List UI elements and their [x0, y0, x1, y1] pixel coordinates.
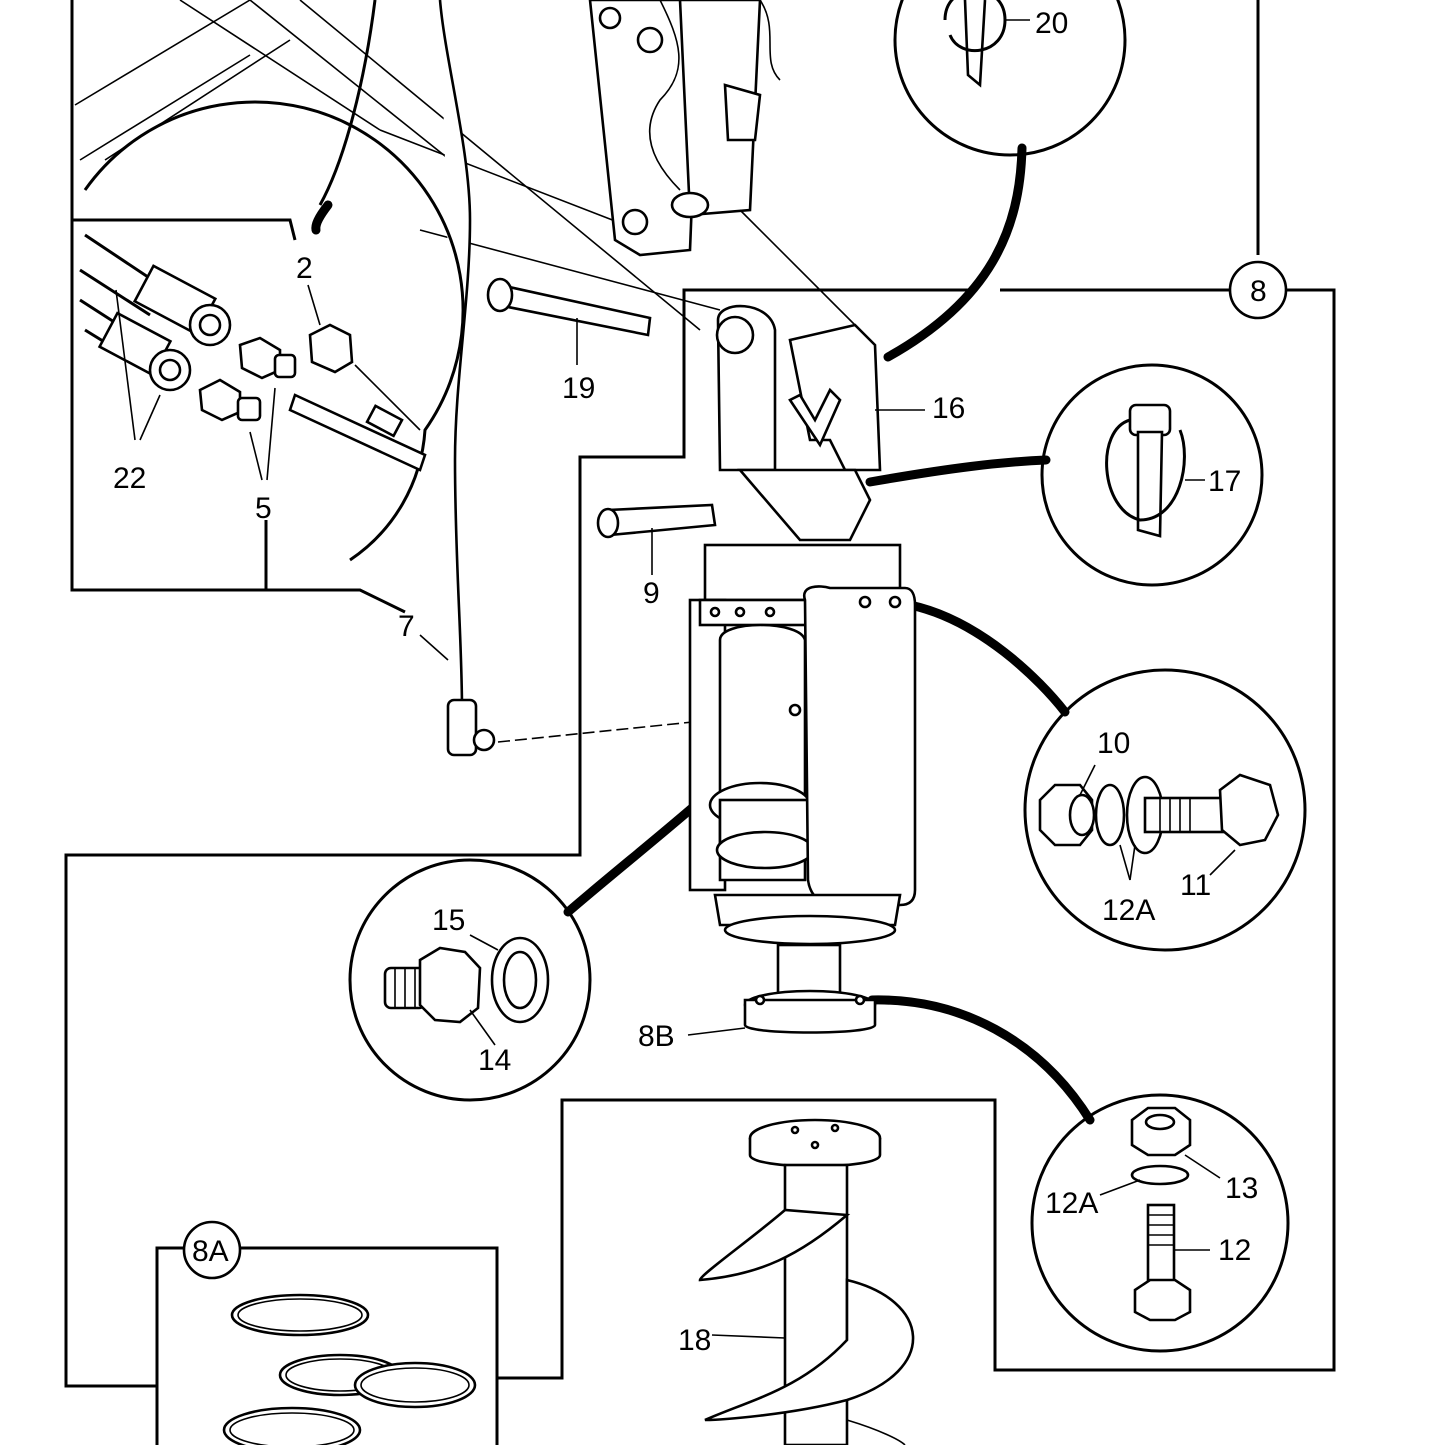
detail-fitting-14-15	[383, 936, 550, 1024]
callout-7: 7	[398, 610, 415, 643]
callout-8a: 8A	[192, 1235, 229, 1268]
auger-flight	[698, 1118, 915, 1445]
callout-14: 14	[478, 1044, 511, 1077]
loader-frame	[74, 0, 861, 757]
callout-18: 18	[678, 1324, 711, 1357]
detail-bolt-12-13	[1130, 1106, 1192, 1322]
callout-13: 13	[1225, 1172, 1258, 1205]
pins-19-9	[486, 277, 717, 575]
callout-circle-8a	[182, 1220, 242, 1280]
callout-5: 5	[255, 492, 272, 525]
callout-labels: 2 5 7 8 8A 8B 9 10 11 12 12A 12A 13 14 1…	[113, 7, 1267, 1357]
callout-10: 10	[1097, 727, 1130, 760]
callout-20: 20	[1035, 7, 1068, 40]
callout-leaders	[419, 19, 1236, 1251]
callout-9: 9	[643, 577, 660, 610]
callout-8: 8	[1250, 275, 1267, 308]
callout-16: 16	[932, 392, 965, 425]
heavy-leaders	[311, 143, 1095, 1125]
callout-8b: 8B	[638, 1020, 675, 1053]
hose-fittings-inset	[79, 233, 427, 481]
callout-15: 15	[432, 904, 465, 937]
detail-20-pin	[943, 0, 1007, 88]
callout-12a-lower: 12A	[1045, 1187, 1098, 1220]
seal-rings-8a	[222, 1293, 477, 1445]
callout-17: 17	[1208, 465, 1241, 498]
callout-11: 11	[1180, 869, 1211, 902]
callout-22: 22	[113, 462, 146, 495]
auger-drive-unit	[687, 304, 925, 1036]
detail-17-pin	[1105, 403, 1186, 538]
callout-19: 19	[562, 372, 595, 405]
callout-12a-upper: 12A	[1102, 894, 1155, 927]
detail-bolt-10-11	[1038, 773, 1280, 855]
callout-circle-8	[1228, 260, 1288, 320]
callout-2: 2	[296, 252, 313, 285]
callout-12: 12	[1218, 1234, 1251, 1267]
